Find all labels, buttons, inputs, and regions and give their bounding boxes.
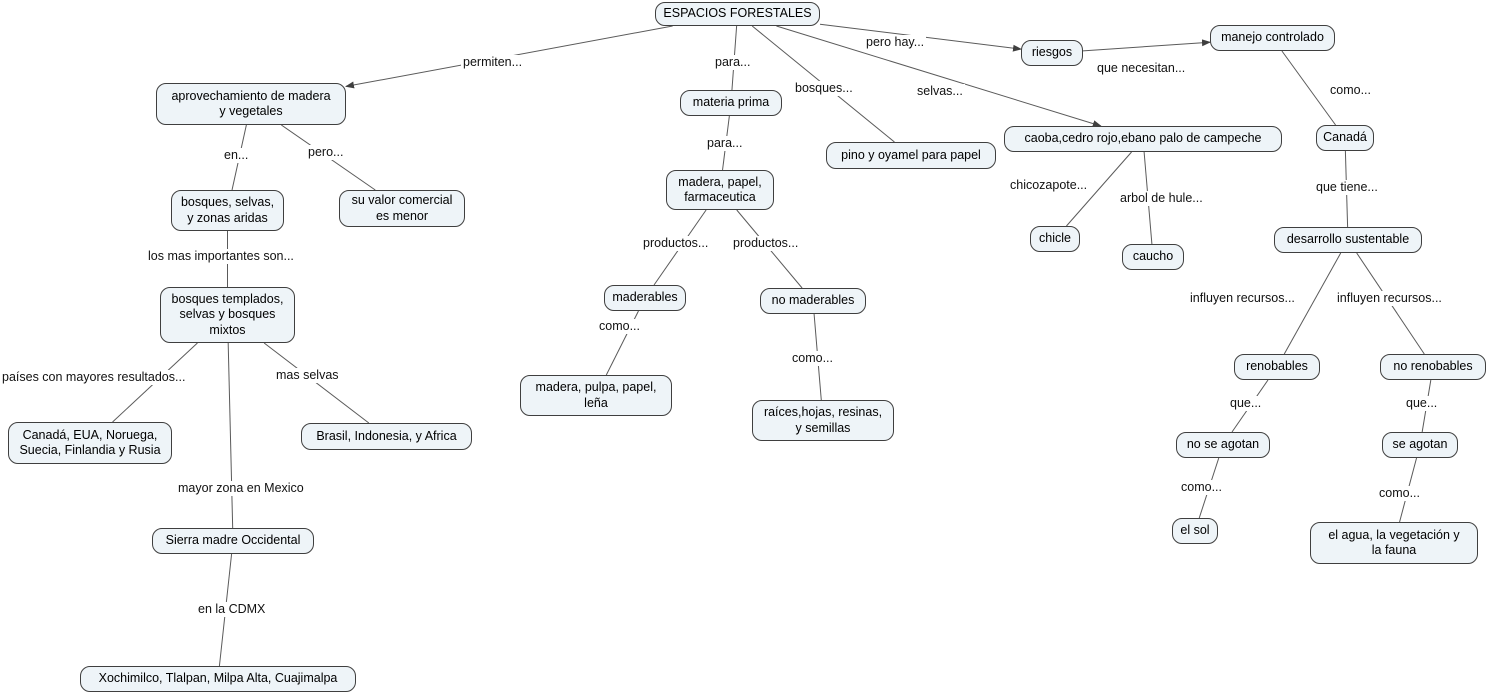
node-agua-vegetacion[interactable]: el agua, la vegetación y la fauna bbox=[1310, 522, 1478, 564]
node-riesgos[interactable]: riesgos bbox=[1021, 40, 1083, 66]
edge-label-espacios-forestales--riesgos[interactable]: pero hay... bbox=[864, 35, 927, 50]
node-valor-comercial[interactable]: su valor comercial es menor bbox=[339, 190, 465, 227]
edge-label-espacios-forestales--materia-prima[interactable]: para... bbox=[713, 55, 753, 70]
node-espacios-forestales[interactable]: ESPACIOS FORESTALES bbox=[655, 2, 820, 26]
node-desarrollo-sustentable[interactable]: desarrollo sustentable bbox=[1274, 227, 1422, 253]
edge-label-caoba-cedro--chicle[interactable]: chicozapote... bbox=[1008, 178, 1090, 193]
edge-label-espacios-forestales--pino-oyamel[interactable]: bosques... bbox=[793, 81, 855, 96]
node-caucho[interactable]: caucho bbox=[1122, 244, 1184, 270]
node-manejo-controlado[interactable]: manejo controlado bbox=[1210, 25, 1335, 51]
edge-manejo-controlado--canada bbox=[1281, 50, 1336, 126]
node-aprovechamiento[interactable]: aprovechamiento de madera y vegetales bbox=[156, 83, 346, 125]
node-madera-pulpa[interactable]: madera, pulpa, papel, leña bbox=[520, 375, 672, 416]
edge-label-riesgos--manejo-controlado[interactable]: que necesitan... bbox=[1095, 61, 1188, 76]
node-no-se-agotan[interactable]: no se agotan bbox=[1176, 432, 1270, 458]
edge-label-canada--desarrollo-sustentable[interactable]: que tiene... bbox=[1314, 180, 1380, 195]
edge-label-no-renobables--se-agotan[interactable]: que... bbox=[1404, 396, 1440, 411]
node-pino-oyamel[interactable]: pino y oyamel para papel bbox=[826, 142, 996, 169]
node-sierra-madre[interactable]: Sierra madre Occidental bbox=[152, 528, 314, 554]
edge-label-no-maderables--raices-hojas[interactable]: como... bbox=[790, 351, 835, 366]
edge-label-madera-papel-farma--no-maderables[interactable]: productos... bbox=[731, 236, 801, 251]
edge-label-madera-papel-farma--maderables[interactable]: productos... bbox=[641, 236, 711, 251]
node-maderables[interactable]: maderables bbox=[604, 285, 686, 311]
edge-label-caoba-cedro--caucho[interactable]: arbol de hule... bbox=[1118, 191, 1205, 206]
edge-bosques-templados--sierra-madre bbox=[227, 342, 234, 529]
edge-label-bosques-templados--paises-mayores[interactable]: países con mayores resultados... bbox=[0, 370, 188, 385]
edge-label-aprovechamiento--valor-comercial[interactable]: pero... bbox=[306, 145, 346, 160]
edge-espacios-forestales--caoba-cedro bbox=[776, 25, 1102, 127]
node-brasil-indonesia[interactable]: Brasil, Indonesia, y Africa bbox=[301, 423, 472, 450]
node-renobables[interactable]: renobables bbox=[1234, 354, 1320, 380]
edge-label-desarrollo-sustentable--renobables[interactable]: influyen recursos... bbox=[1188, 291, 1297, 306]
node-no-maderables[interactable]: no maderables bbox=[760, 288, 866, 314]
edge-label-aprovechamiento--bosques-selvas-zonas[interactable]: en... bbox=[222, 148, 251, 163]
node-paises-mayores[interactable]: Canadá, EUA, Noruega, Suecia, Finlandia … bbox=[8, 422, 172, 464]
edge-label-bosques-templados--brasil-indonesia[interactable]: mas selvas bbox=[274, 368, 341, 383]
edge-label-espacios-forestales--aprovechamiento[interactable]: permiten... bbox=[461, 55, 525, 70]
node-bosques-selvas-zonas[interactable]: bosques, selvas, y zonas aridas bbox=[171, 190, 284, 231]
node-no-renobables[interactable]: no renobables bbox=[1380, 354, 1486, 380]
node-bosques-templados[interactable]: bosques templados, selvas y bosques mixt… bbox=[160, 287, 295, 343]
edge-label-manejo-controlado--canada[interactable]: como... bbox=[1328, 83, 1373, 98]
edge-bosques-templados--brasil-indonesia bbox=[263, 342, 370, 424]
edge-label-materia-prima--madera-papel-farma[interactable]: para... bbox=[705, 136, 745, 151]
edge-label-espacios-forestales--caoba-cedro[interactable]: selvas... bbox=[915, 84, 965, 99]
node-se-agotan[interactable]: se agotan bbox=[1382, 432, 1458, 458]
edge-label-desarrollo-sustentable--no-renobables[interactable]: influyen recursos... bbox=[1335, 291, 1444, 306]
node-xochimilco[interactable]: Xochimilco, Tlalpan, Milpa Alta, Cuajima… bbox=[80, 666, 356, 692]
edge-label-no-se-agotan--el-sol[interactable]: como... bbox=[1179, 480, 1224, 495]
edge-desarrollo-sustentable--renobables bbox=[1283, 252, 1342, 355]
node-madera-papel-farma[interactable]: madera, papel, farmaceutica bbox=[666, 170, 774, 210]
edge-label-maderables--madera-pulpa[interactable]: como... bbox=[597, 319, 642, 334]
node-canada[interactable]: Canadá bbox=[1316, 125, 1374, 151]
edge-label-renobables--no-se-agotan[interactable]: que... bbox=[1228, 396, 1264, 411]
edge-caoba-cedro--chicle bbox=[1066, 151, 1132, 227]
node-caoba-cedro[interactable]: caoba,cedro rojo,ebano palo de campeche bbox=[1004, 126, 1282, 152]
node-raices-hojas[interactable]: raíces,hojas, resinas, y semillas bbox=[752, 400, 894, 441]
node-chicle[interactable]: chicle bbox=[1030, 226, 1080, 252]
edge-label-sierra-madre--xochimilco[interactable]: en la CDMX bbox=[196, 602, 268, 617]
edge-riesgos--manejo-controlado bbox=[1082, 39, 1211, 52]
node-el-sol[interactable]: el sol bbox=[1172, 518, 1218, 544]
edge-label-bosques-templados--sierra-madre[interactable]: mayor zona en Mexico bbox=[176, 481, 306, 496]
edge-label-bosques-selvas-zonas--bosques-templados[interactable]: los mas importantes son... bbox=[146, 249, 296, 264]
edge-label-se-agotan--agua-vegetacion[interactable]: como... bbox=[1377, 486, 1422, 501]
node-materia-prima[interactable]: materia prima bbox=[680, 90, 782, 116]
